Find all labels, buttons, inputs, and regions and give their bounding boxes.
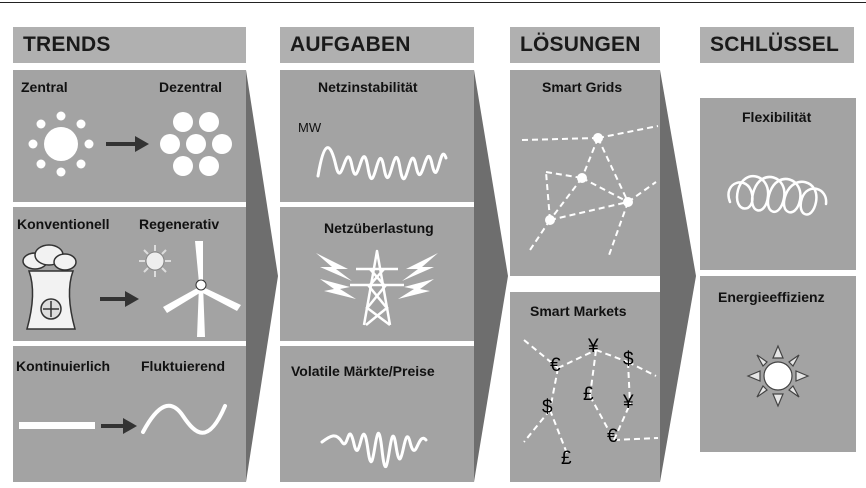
currency-network-icon xyxy=(523,339,659,457)
top-rule xyxy=(0,2,866,3)
aufgaben-label-netzinstabilitaet: Netzinstabilität xyxy=(318,79,418,95)
aufgaben-panel-volatile: Volatile Märkte/Preise xyxy=(280,346,474,482)
currency-pound-1: £ xyxy=(583,384,594,405)
currency-euro-2: € xyxy=(607,426,618,447)
trends-label-fluktuierend: Fluktuierend xyxy=(141,358,226,374)
currency-pound-2: £ xyxy=(561,448,572,469)
currency-yen-2: ¥ xyxy=(623,392,634,413)
constant-to-wave-icon xyxy=(19,403,227,435)
aufgaben-label-volatile: Volatile Märkte/Preise xyxy=(291,363,435,379)
header-loesungen: LÖSUNGEN xyxy=(510,27,660,63)
header-schluessel: SCHLÜSSEL xyxy=(700,27,854,63)
sun-efficiency-icon xyxy=(746,344,810,408)
schluessel-panel-flexibilitaet: Flexibilität xyxy=(700,98,856,270)
chevron-arrow-3 xyxy=(660,70,696,482)
sun-to-distributed-icon xyxy=(28,111,232,177)
aufgaben-label-netzueberlastung: Netzüberlastung xyxy=(324,220,434,236)
loesungen-label-smart-grids: Smart Grids xyxy=(542,79,623,95)
volatile-wave-icon xyxy=(320,431,428,469)
trends-label-regenerativ: Regenerativ xyxy=(139,216,220,232)
currency-euro-1: € xyxy=(550,355,561,376)
aufgaben-panel-netzinstabilitaet: Netzinstabilität MW xyxy=(280,70,474,202)
chevron-arrow-1 xyxy=(246,70,278,482)
aufgaben-panel-netzueberlastung: Netzüberlastung xyxy=(280,207,474,341)
trends-panel-kontinuierlich: Kontinuierlich Fluktuierend xyxy=(13,346,246,482)
trends-panel-zentral: Zentral Dezentral xyxy=(13,70,246,202)
currency-dollar-1: $ xyxy=(623,349,634,370)
loesungen-label-smart-markets: Smart Markets xyxy=(530,303,627,319)
coil-spring-icon xyxy=(727,174,828,216)
schluessel-label-flexibilitaet: Flexibilität xyxy=(742,109,812,125)
schluessel-label-energieeffizienz: Energieeffizienz xyxy=(718,289,825,305)
schluessel-panel-energieeffizienz: Energieeffizienz xyxy=(700,276,856,452)
loesungen-panel-smart-markets: Smart Markets € ¥ $ $ £ ¥ € £ xyxy=(510,292,660,482)
trends-label-kontinuierlich: Kontinuierlich xyxy=(16,358,111,374)
mw-label: MW xyxy=(298,120,322,135)
trends-label-konventionell: Konventionell xyxy=(17,216,110,232)
header-trends: TRENDS xyxy=(13,27,246,63)
trends-label-dezentral: Dezentral xyxy=(159,79,223,95)
power-tower-lightning-icon xyxy=(316,249,438,326)
trends-label-zentral: Zentral xyxy=(21,79,68,95)
header-aufgaben: AUFGABEN xyxy=(280,27,474,63)
instability-wave-icon xyxy=(316,146,448,181)
loesungen-panel-smart-grids: Smart Grids xyxy=(510,70,660,276)
power-plant-to-wind-icon xyxy=(22,241,241,337)
trends-panel-konventionell: Konventionell Regenerativ xyxy=(13,207,246,341)
currency-dollar-2: $ xyxy=(542,397,553,418)
currency-yen-1: ¥ xyxy=(588,336,599,357)
network-grid-icon xyxy=(521,125,659,259)
chevron-arrow-2 xyxy=(474,70,508,482)
